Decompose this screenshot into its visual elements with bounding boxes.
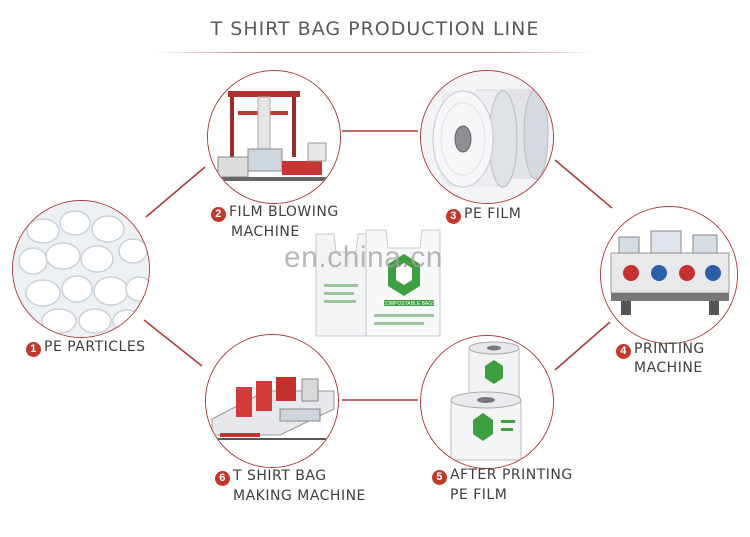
step-6-label-line2: MAKING MACHINE (233, 487, 366, 506)
printed-pe-film-image (420, 335, 554, 469)
step-3-badge: 3 (446, 209, 461, 224)
step-5-label-line2: PE FILM (450, 486, 507, 505)
watermark-text: en.china.cn (284, 241, 443, 275)
step-4-label-line2: MACHINE (634, 359, 703, 378)
pe-film-roll-image (420, 70, 554, 204)
step-1-badge: 1 (26, 342, 41, 357)
connector-6-1 (144, 320, 202, 366)
step-2-badge: 2 (211, 207, 226, 222)
connector-4-5 (555, 322, 610, 370)
film-blowing-machine-image (207, 70, 341, 204)
connector-1-2 (146, 167, 205, 217)
printing-machine-image (600, 206, 738, 344)
bag-printed-text: COMPOSTABLE BAGS (383, 301, 437, 307)
step-5-badge: 5 (432, 470, 447, 485)
step-6-badge: 6 (215, 471, 230, 486)
step-2-label-line2: MACHINE (231, 223, 300, 242)
connector-3-4 (555, 160, 612, 208)
bag-making-machine-image (205, 334, 339, 468)
step-4-badge: 4 (616, 344, 631, 359)
pe-particles-image (12, 200, 150, 338)
